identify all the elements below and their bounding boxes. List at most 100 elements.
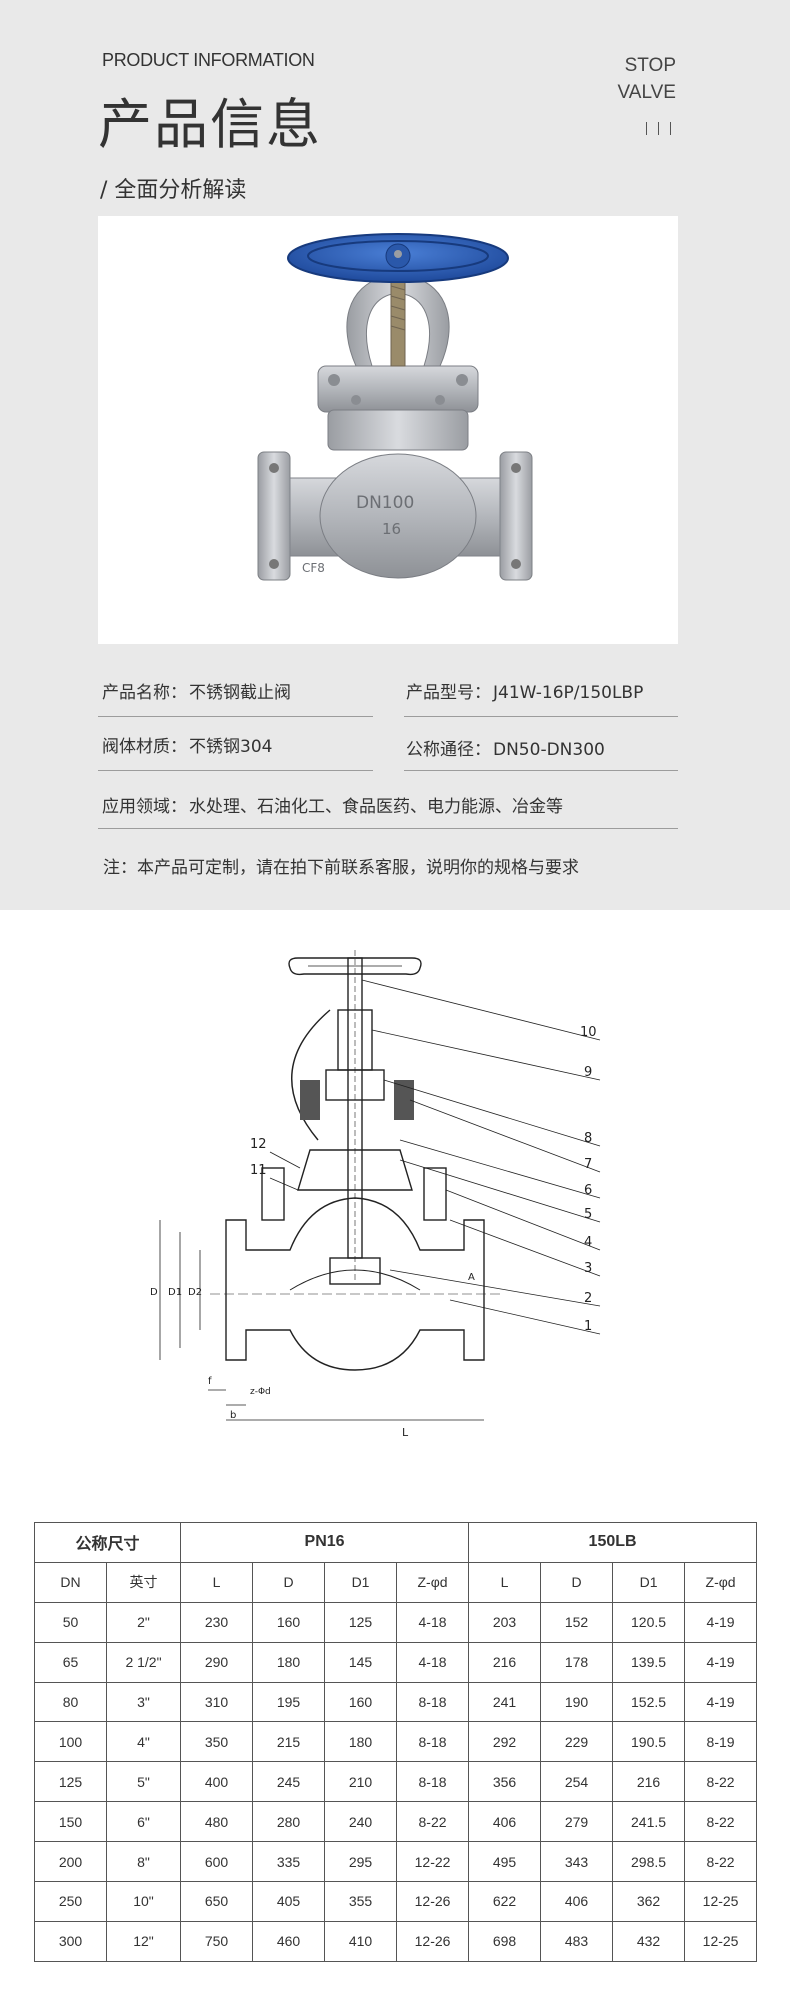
badge-line-2: VALVE — [617, 82, 676, 103]
group-pn16: PN16 — [180, 1522, 470, 1563]
table-cell: 8" — [105, 1841, 182, 1883]
callout-11: 11 — [250, 1163, 267, 1178]
table-cell: 120.5 — [612, 1601, 686, 1643]
nominal-diameter-value: DN50-DN300 — [493, 740, 605, 760]
customization-note: 注：本产品可定制，请在拍下前联系客服，说明你的规格与要求 — [103, 858, 579, 878]
dim-f: f — [208, 1376, 212, 1387]
dim-bolt: z-Φd — [250, 1387, 271, 1397]
product-model-label: 产品型号： — [406, 683, 491, 703]
table-cell: 290 — [180, 1641, 254, 1683]
section-subtitle: / 全面分析解读 — [100, 178, 247, 203]
table-cell: 10" — [105, 1881, 182, 1922]
callout-5: 5 — [584, 1207, 592, 1222]
table-cell: 300 — [34, 1920, 107, 1962]
table-cell: 292 — [468, 1721, 542, 1763]
table-cell: 230 — [180, 1601, 254, 1643]
table-cell: 8-22 — [396, 1801, 470, 1843]
divider — [98, 828, 678, 829]
table-cell: 8-18 — [396, 1761, 470, 1803]
table-cell: 4-19 — [684, 1641, 758, 1683]
divider — [404, 716, 678, 717]
product-info-panel: PRODUCT INFORMATION 产品信息 STOP VALVE / 全面… — [0, 0, 790, 910]
table-cell: 350 — [180, 1721, 254, 1763]
column-header: D — [252, 1561, 326, 1603]
table-cell: 8-22 — [684, 1801, 758, 1843]
table-cell: 139.5 — [612, 1641, 686, 1683]
table-cell: 8-18 — [396, 1681, 470, 1723]
table-cell: 152 — [540, 1601, 614, 1643]
table-cell: 406 — [468, 1801, 542, 1843]
table-cell: 216 — [468, 1641, 542, 1683]
table-cell: 406 — [540, 1881, 614, 1922]
table-cell: 480 — [180, 1801, 254, 1843]
side-mark: CF8 — [302, 561, 325, 575]
body-material-value: 不锈钢304 — [189, 737, 273, 757]
dim-d1: D1 — [168, 1287, 182, 1298]
table-cell: 12-25 — [684, 1881, 758, 1922]
section-title-cn: 产品信息 — [98, 93, 322, 156]
table-cell: 215 — [252, 1721, 326, 1763]
column-header: D — [540, 1561, 614, 1603]
callout-12: 12 — [250, 1137, 267, 1152]
table-cell: 600 — [180, 1841, 254, 1883]
column-header: L — [468, 1561, 542, 1603]
callout-4: 4 — [584, 1235, 592, 1250]
table-cell: 245 — [252, 1761, 326, 1803]
stop-valve-illustration: DN100 16 CF8 — [257, 233, 533, 581]
divider — [98, 770, 373, 771]
technical-drawing: 10 9 8 7 6 5 4 3 2 1 12 11 D D1 D2 L f b… — [150, 950, 640, 1480]
product-model: 产品型号：J41W-16P/150LBP — [406, 678, 643, 703]
column-header: Z-φd — [684, 1561, 758, 1603]
column-header: 英寸 — [105, 1561, 182, 1603]
table-cell: 298.5 — [612, 1841, 686, 1883]
column-header: D1 — [324, 1561, 398, 1603]
callout-9: 9 — [584, 1065, 592, 1080]
table-cell: 180 — [252, 1641, 326, 1683]
table-cell: 190 — [540, 1681, 614, 1723]
divider — [404, 770, 678, 771]
dim-d2: D2 — [188, 1287, 202, 1298]
callout-3: 3 — [584, 1261, 592, 1276]
column-header: DN — [34, 1561, 107, 1603]
table-cell: 405 — [252, 1881, 326, 1922]
table-cell: 483 — [540, 1920, 614, 1962]
table-group-header: 公称尺寸 PN16 150LB — [33, 1522, 758, 1563]
product-name-value: 不锈钢截止阀 — [189, 683, 291, 703]
table-cell: 622 — [468, 1881, 542, 1922]
table-cell: 4" — [105, 1721, 182, 1763]
cross-section-diagram: 10 9 8 7 6 5 4 3 2 1 12 11 D D1 D2 L f b… — [150, 950, 601, 1439]
table-cell: 254 — [540, 1761, 614, 1803]
table-cell: 229 — [540, 1721, 614, 1763]
table-cell: 4-19 — [684, 1601, 758, 1643]
table-cell: 160 — [252, 1601, 326, 1643]
table-cell: 698 — [468, 1920, 542, 1962]
body-mark-2: 16 — [382, 520, 401, 538]
dim-b: b — [230, 1410, 236, 1421]
group-150lb: 150LB — [468, 1522, 758, 1563]
table-cell: 241.5 — [612, 1801, 686, 1843]
group-nominal-size: 公称尺寸 — [33, 1522, 182, 1563]
callout-10: 10 — [580, 1025, 597, 1040]
table-cell: 195 — [252, 1681, 326, 1723]
section-title-en: PRODUCT INFORMATION — [102, 50, 315, 70]
application-value: 水处理、石油化工、食品医药、电力能源、冶金等 — [189, 797, 563, 817]
table-cell: 210 — [324, 1761, 398, 1803]
table-cell: 12-26 — [396, 1920, 470, 1962]
table-cell: 5" — [105, 1761, 182, 1803]
table-cell: 150 — [34, 1801, 107, 1843]
product-photo: DN100 16 CF8 — [98, 216, 678, 644]
dim-d: D — [150, 1287, 158, 1298]
callout-2: 2 — [584, 1291, 592, 1306]
product-model-value: J41W-16P/150LBP — [493, 683, 644, 703]
table-cell: 4-18 — [396, 1641, 470, 1683]
dim-a: A — [468, 1272, 475, 1283]
table-cell: 750 — [180, 1920, 254, 1962]
table-cell: 400 — [180, 1761, 254, 1803]
table-cell: 356 — [468, 1761, 542, 1803]
